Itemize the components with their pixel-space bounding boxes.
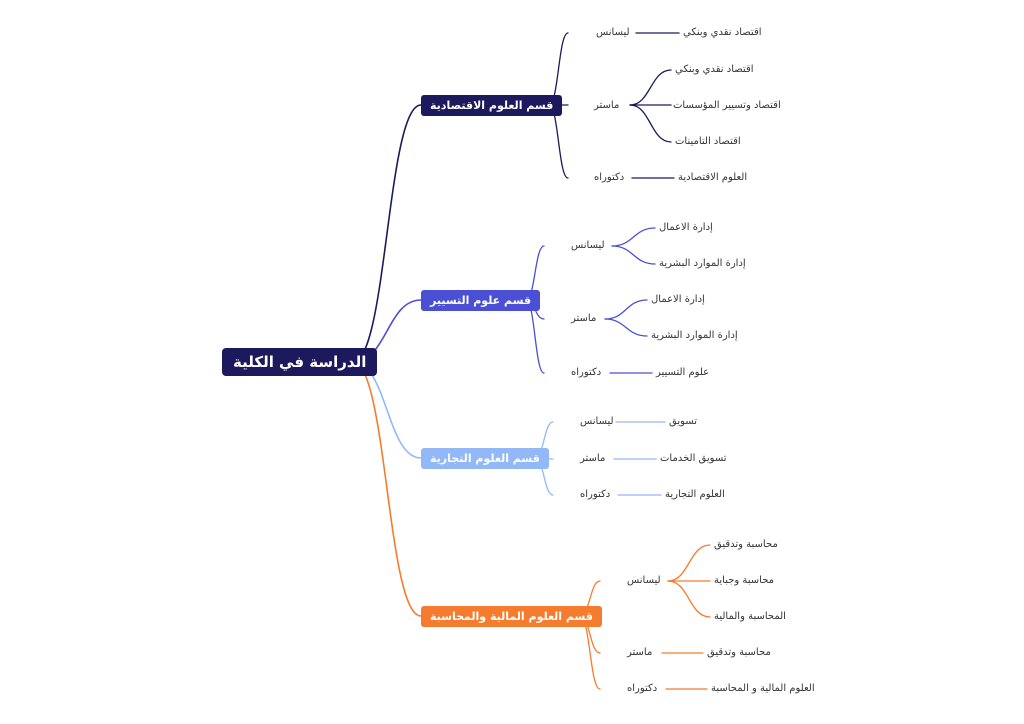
level-master[interactable]: ماستر [594,100,620,111]
specialty-item[interactable]: محاسبة وجباية [714,575,775,586]
specialty-item[interactable]: اقتصاد نقدي وبنكي [675,64,754,75]
root-node[interactable]: الدراسة في الكلية [222,348,378,376]
level-bachelor[interactable]: ليسانس [596,27,630,38]
specialty-item[interactable]: تسويق الخدمات [660,453,727,464]
level-master[interactable]: ماستر [627,647,653,658]
connector-line [629,69,672,106]
specialty-item[interactable]: علوم التسيير [656,367,710,378]
connector-line [604,299,648,320]
connector-line [604,318,648,337]
level-doctorate[interactable]: دكتوراه [571,367,602,378]
level-doctorate[interactable]: دكتوراه [627,683,658,694]
connector-line [667,544,711,582]
connector-line [611,227,656,247]
specialty-item[interactable]: محاسبة وتدقيق [707,647,771,658]
level-doctorate[interactable]: دكتوراه [594,172,625,183]
specialty-item[interactable]: المحاسبة والمالية [714,611,786,622]
department-commercial-sciences[interactable]: قسم العلوم التجارية [421,448,549,469]
level-master[interactable]: ماستر [571,313,597,324]
connector-line [667,580,711,618]
connector-line [352,361,422,617]
connector-line [352,104,422,363]
specialty-item[interactable]: اقتصاد التامينات [675,136,741,147]
specialty-item[interactable]: إدارة الاعمال [659,222,713,233]
department-finance-accounting[interactable]: قسم العلوم المالية والمحاسبة [421,606,602,627]
specialty-item[interactable]: العلوم المالية و المحاسبة [711,683,815,694]
connector-line [352,361,422,459]
specialty-item[interactable]: إدارة الموارد البشرية [651,330,738,341]
level-doctorate[interactable]: دكتوراه [580,489,611,500]
specialty-item[interactable]: تسويق [669,416,697,427]
level-bachelor[interactable]: ليسانس [627,575,661,586]
specialty-item[interactable]: إدارة الاعمال [651,294,705,305]
specialty-item[interactable]: اقتصاد نقدي وبنكي [683,27,762,38]
connector-line [611,245,656,265]
level-bachelor[interactable]: ليسانس [580,416,614,427]
specialty-item[interactable]: إدارة الموارد البشرية [659,258,746,269]
department-economic-sciences[interactable]: قسم العلوم الاقتصادية [421,95,563,116]
level-master[interactable]: ماستر [580,453,606,464]
specialty-item[interactable]: العلوم الاقتصادية [678,172,748,183]
specialty-item[interactable]: اقتصاد وتسيير المؤسسات [673,100,781,111]
level-bachelor[interactable]: ليسانس [571,240,605,251]
connector-line [629,104,672,143]
specialty-item[interactable]: محاسبة وتدقيق [714,539,778,550]
specialty-item[interactable]: العلوم التجارية [665,489,725,500]
department-management-sciences[interactable]: قسم علوم التسيير [421,290,541,311]
